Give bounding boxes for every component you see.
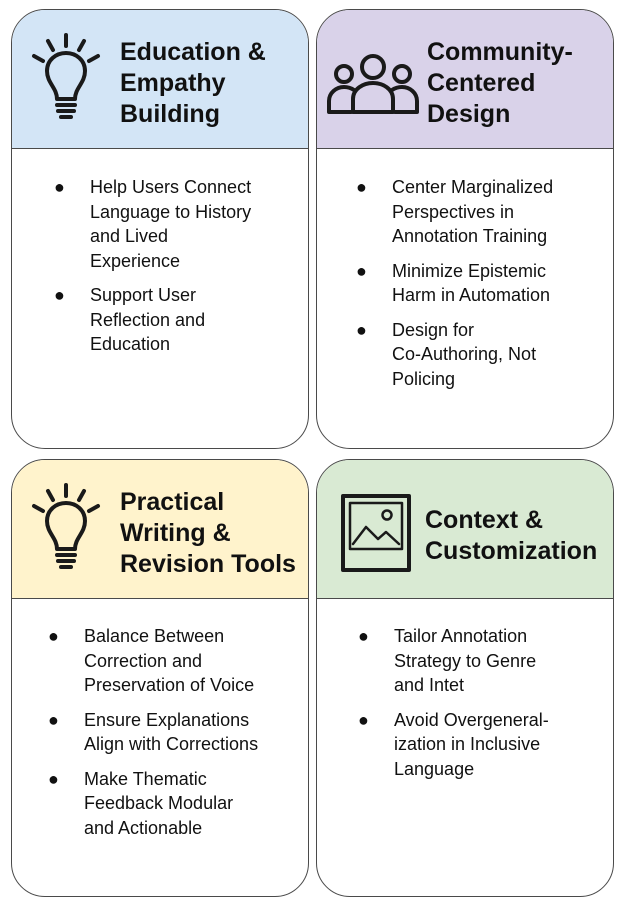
- card-title: Context & Customization: [425, 505, 597, 567]
- bullet-dot: ●: [54, 285, 65, 305]
- card-title: Community- Centered Design: [427, 37, 573, 130]
- item-line: Preservation of Voice: [84, 675, 255, 695]
- list-item: ● Support User Reflection and Education: [54, 283, 251, 357]
- item-line: Avoid Overgeneral-: [394, 709, 549, 730]
- title-line: Empathy: [120, 69, 226, 97]
- card-header: Context & Customization: [317, 460, 613, 599]
- item-line: Language: [394, 758, 475, 779]
- list-item: ● Tailor Annotation Strategy to Genre an…: [358, 624, 549, 698]
- item-line: Strategy to Genre: [394, 650, 537, 671]
- item-line: and Actionable: [84, 817, 203, 838]
- bullet-dot: ●: [48, 709, 59, 730]
- card-practical-writing-revision-tools: Practical Writing & Revision Tools ● Bal…: [11, 459, 309, 897]
- title-line: Community-: [427, 38, 573, 66]
- item-line: Minimize Epistemic: [392, 260, 547, 281]
- list-item: ● Design for Co-Authoring, Not Policing: [356, 318, 553, 392]
- title-line: Context &: [425, 506, 544, 534]
- list-item: ● Help Users Connect Language to History…: [54, 175, 252, 273]
- bullet-dot: ●: [48, 626, 59, 646]
- card-title: Practical Writing & Revision Tools: [120, 487, 296, 580]
- item-line: and Lived: [90, 226, 169, 246]
- item-line: Correction and: [84, 650, 203, 671]
- group-of-people-icon: [325, 54, 421, 116]
- card-title: Education & Empathy Building: [120, 37, 266, 130]
- framed-picture-icon: [341, 494, 411, 572]
- lightbulb-icon: [24, 32, 108, 124]
- list-item: ● Minimize Epistemic Harm in Automation: [356, 259, 553, 308]
- title-line: Revision Tools: [120, 550, 296, 578]
- title-line: Building: [120, 100, 220, 128]
- item-line: Balance Between: [84, 626, 225, 646]
- item-line: Experience: [90, 250, 181, 271]
- title-line: Writing &: [120, 519, 231, 547]
- bullet-list: ● Center Marginalized Perspectives in An…: [356, 175, 554, 401]
- card-header: Education & Empathy Building: [12, 10, 308, 149]
- bullet-dot: ●: [358, 626, 369, 646]
- bullet-dot: ●: [54, 177, 65, 197]
- bullet-list: ● Tailor Annotation Strategy to Genre an…: [358, 624, 549, 791]
- bullet-dot: ●: [356, 260, 367, 281]
- bullet-dot: ●: [358, 709, 369, 730]
- item-line: Education: [90, 334, 171, 354]
- item-line: Language to History: [90, 201, 252, 222]
- card-context-customization: Context & Customization ● Tailor Annotat…: [316, 459, 614, 897]
- bullet-dot: ●: [356, 319, 367, 340]
- item-line: Align with Corrections: [84, 734, 259, 754]
- item-line: Co-Authoring, Not: [392, 344, 537, 364]
- title-line: Design: [427, 100, 511, 128]
- item-line: Make Thematic: [84, 768, 207, 789]
- item-line: Center Marginalized: [392, 177, 554, 197]
- item-line: Help Users Connect: [90, 177, 252, 197]
- card-header: Practical Writing & Revision Tools: [12, 460, 308, 599]
- item-line: Ensure Explanations: [84, 709, 250, 730]
- title-line: Centered: [427, 69, 536, 97]
- bullet-list: ● Balance Between Correction and Preserv…: [48, 624, 259, 850]
- list-item: ● Avoid Overgeneral- ization in Inclusiv…: [358, 708, 549, 782]
- card-header: Community- Centered Design: [317, 10, 613, 149]
- card-community-centered-design: Community- Centered Design ● Center Marg…: [316, 9, 614, 449]
- item-line: and Intet: [394, 675, 465, 695]
- item-line: Annotation Training: [392, 226, 548, 246]
- list-item: ● Center Marginalized Perspectives in An…: [356, 175, 554, 249]
- title-line: Customization: [425, 537, 598, 565]
- card-education-empathy: Education & Empathy Building ● Help User…: [11, 9, 309, 449]
- item-line: Harm in Automation: [392, 285, 551, 305]
- item-line: Perspectives in: [392, 201, 515, 222]
- bullet-list: ● Help Users Connect Language to History…: [54, 175, 252, 367]
- title-line: Practical: [120, 488, 225, 516]
- bullet-dot: ●: [356, 177, 367, 197]
- lightbulb-icon: [24, 482, 108, 574]
- item-line: Policing: [392, 368, 456, 389]
- item-line: ization in Inclusive: [394, 734, 541, 754]
- item-line: Reflection and: [90, 309, 206, 330]
- bullet-dot: ●: [48, 768, 59, 789]
- list-item: ● Make Thematic Feedback Modular and Act…: [48, 767, 258, 841]
- item-line: Design for: [392, 319, 475, 340]
- item-line: Support User: [90, 285, 197, 305]
- item-line: Feedback Modular: [84, 793, 234, 813]
- item-line: Tailor Annotation: [394, 626, 528, 646]
- list-item: ● Balance Between Correction and Preserv…: [48, 624, 258, 698]
- list-item: ● Ensure Explanations Align with Correct…: [48, 708, 259, 757]
- title-line: Education &: [120, 38, 266, 66]
